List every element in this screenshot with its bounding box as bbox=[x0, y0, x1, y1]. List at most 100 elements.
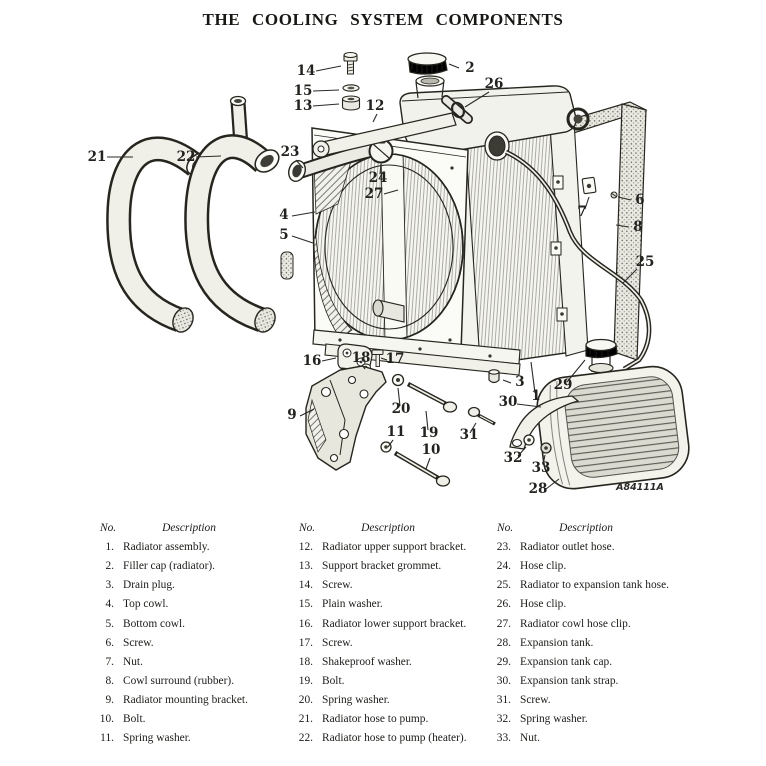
screw-31 bbox=[467, 406, 496, 426]
part-row-27: 27.Radiator cowl hose clip. bbox=[496, 617, 631, 630]
no-header: No. bbox=[299, 522, 316, 534]
callout-19: 19 bbox=[420, 425, 439, 441]
callout-18: 18 bbox=[352, 350, 371, 366]
parts-column-1: No. Description 1.Radiator assembly. 2.F… bbox=[88, 522, 248, 749]
parts-header: No. Description bbox=[287, 522, 467, 537]
part-row-25: 25.Radiator to expansion tank hose. bbox=[496, 579, 669, 592]
part-row-26: 26.Hose clip. bbox=[496, 598, 567, 611]
part-row-14: 14.Screw. bbox=[298, 579, 353, 592]
callout-20: 20 bbox=[392, 401, 411, 417]
part-row-8: 8.Cowl surround (rubber). bbox=[105, 674, 235, 687]
part-row-33: 33.Nut. bbox=[496, 732, 540, 745]
description-header: Description bbox=[559, 522, 613, 534]
expansion-tank bbox=[536, 365, 690, 490]
drain-plug bbox=[488, 369, 500, 384]
parts-header: No. Description bbox=[88, 522, 248, 537]
screw-17 bbox=[371, 349, 384, 367]
page-title: THE COOLING SYSTEM COMPONENTS bbox=[202, 10, 564, 29]
parts-header: No. Description bbox=[485, 522, 669, 537]
part-row-20: 20.Spring washer. bbox=[298, 694, 390, 707]
upper-support-bracket bbox=[312, 112, 457, 158]
callout-7: 7 bbox=[577, 204, 586, 220]
part-row-3: 3.Drain plug. bbox=[105, 579, 175, 592]
part-row-15: 15.Plain washer. bbox=[298, 598, 383, 611]
callout-1: 1 bbox=[531, 388, 540, 404]
callout-13: 13 bbox=[294, 98, 313, 114]
part-row-24: 24.Hose clip. bbox=[496, 560, 567, 573]
part-row-22: 22.Radiator hose to pump (heater). bbox=[298, 732, 467, 745]
grommet-13 bbox=[341, 95, 361, 111]
callout-15: 15 bbox=[294, 83, 313, 99]
hose-clip-26 bbox=[450, 101, 466, 119]
part-row-13: 13.Support bracket grommet. bbox=[298, 560, 442, 573]
bolt-19 bbox=[406, 382, 458, 413]
callout-29: 29 bbox=[554, 377, 573, 393]
callout-5: 5 bbox=[279, 227, 288, 243]
plain-washer-15 bbox=[342, 84, 360, 92]
callout-21: 21 bbox=[88, 149, 107, 165]
leader-lines bbox=[107, 63, 638, 490]
callout-4: 4 bbox=[279, 207, 288, 223]
screw-14 bbox=[343, 52, 358, 75]
cowl bbox=[280, 127, 521, 376]
screw-6 bbox=[610, 191, 618, 199]
parts-column-3: No. Description 23.Radiator outlet hose.… bbox=[485, 522, 669, 749]
part-row-9: 9.Radiator mounting bracket. bbox=[105, 694, 248, 707]
callout-22: 22 bbox=[177, 149, 196, 165]
callout-25: 25 bbox=[636, 254, 655, 270]
callout-27: 27 bbox=[365, 186, 384, 202]
expansion-tank-cap bbox=[585, 338, 618, 374]
hose-22 bbox=[184, 95, 280, 333]
nut-7 bbox=[581, 176, 597, 195]
spring-washer-20 bbox=[391, 373, 405, 387]
expansion-tank-hose bbox=[505, 149, 652, 371]
pulley bbox=[372, 299, 405, 323]
part-row-7: 7.Nut. bbox=[105, 655, 143, 668]
fan-opening bbox=[314, 153, 464, 341]
part-row-10: 10.Bolt. bbox=[99, 713, 146, 726]
filler-cap bbox=[407, 52, 448, 75]
tank-outlet-stub bbox=[484, 107, 590, 161]
callout-11: 11 bbox=[387, 424, 406, 440]
part-row-18: 18.Shakeproof washer. bbox=[298, 655, 412, 668]
part-row-1: 1.Radiator assembly. bbox=[105, 541, 210, 553]
description-header: Description bbox=[361, 522, 415, 534]
callout-33: 33 bbox=[532, 460, 551, 476]
callout-14: 14 bbox=[297, 63, 316, 79]
part-row-29: 29.Expansion tank cap. bbox=[496, 655, 613, 668]
no-header: No. bbox=[497, 522, 514, 534]
callout-26: 26 bbox=[485, 76, 504, 92]
part-row-19: 19.Bolt. bbox=[298, 674, 345, 687]
callout-2: 2 bbox=[465, 60, 474, 76]
part-row-16: 16.Radiator lower support bracket. bbox=[298, 617, 467, 630]
spring-washer-32 bbox=[523, 434, 535, 446]
callout-31: 31 bbox=[460, 427, 479, 443]
spring-washer-11 bbox=[380, 441, 392, 453]
part-row-17: 17.Screw. bbox=[298, 636, 353, 649]
callout-9: 9 bbox=[287, 407, 296, 423]
frame-clips bbox=[550, 175, 568, 322]
callout-6: 6 bbox=[635, 192, 644, 208]
part-row-21: 21.Radiator hose to pump. bbox=[298, 713, 429, 726]
bolt-10 bbox=[393, 451, 451, 487]
callout-3: 3 bbox=[515, 374, 524, 390]
callout-16: 16 bbox=[303, 353, 322, 369]
part-row-23: 23.Radiator outlet hose. bbox=[496, 541, 615, 553]
part-row-6: 6.Screw. bbox=[105, 636, 154, 649]
no-header: No. bbox=[100, 522, 117, 534]
part-row-4: 4.Top cowl. bbox=[105, 598, 169, 611]
description-header: Description bbox=[162, 522, 216, 534]
nut-33 bbox=[540, 442, 552, 454]
exploded-diagram: 14 15 13 12 2 26 23 21 22 24 27 4 5 6 7 … bbox=[88, 52, 690, 497]
callout-23: 23 bbox=[281, 144, 300, 160]
part-row-12: 12.Radiator upper support bracket. bbox=[298, 541, 467, 553]
part-row-2: 2.Filler cap (radiator). bbox=[105, 560, 216, 573]
parts-column-2: No. Description 12.Radiator upper suppor… bbox=[287, 522, 467, 749]
part-row-5: 5.Bottom cowl. bbox=[105, 617, 186, 630]
outlet-hose bbox=[288, 135, 394, 182]
figure-reference: A84111A bbox=[615, 482, 664, 493]
part-row-31: 31.Screw. bbox=[496, 694, 551, 707]
callout-28: 28 bbox=[529, 481, 548, 497]
callout-10: 10 bbox=[422, 442, 441, 458]
